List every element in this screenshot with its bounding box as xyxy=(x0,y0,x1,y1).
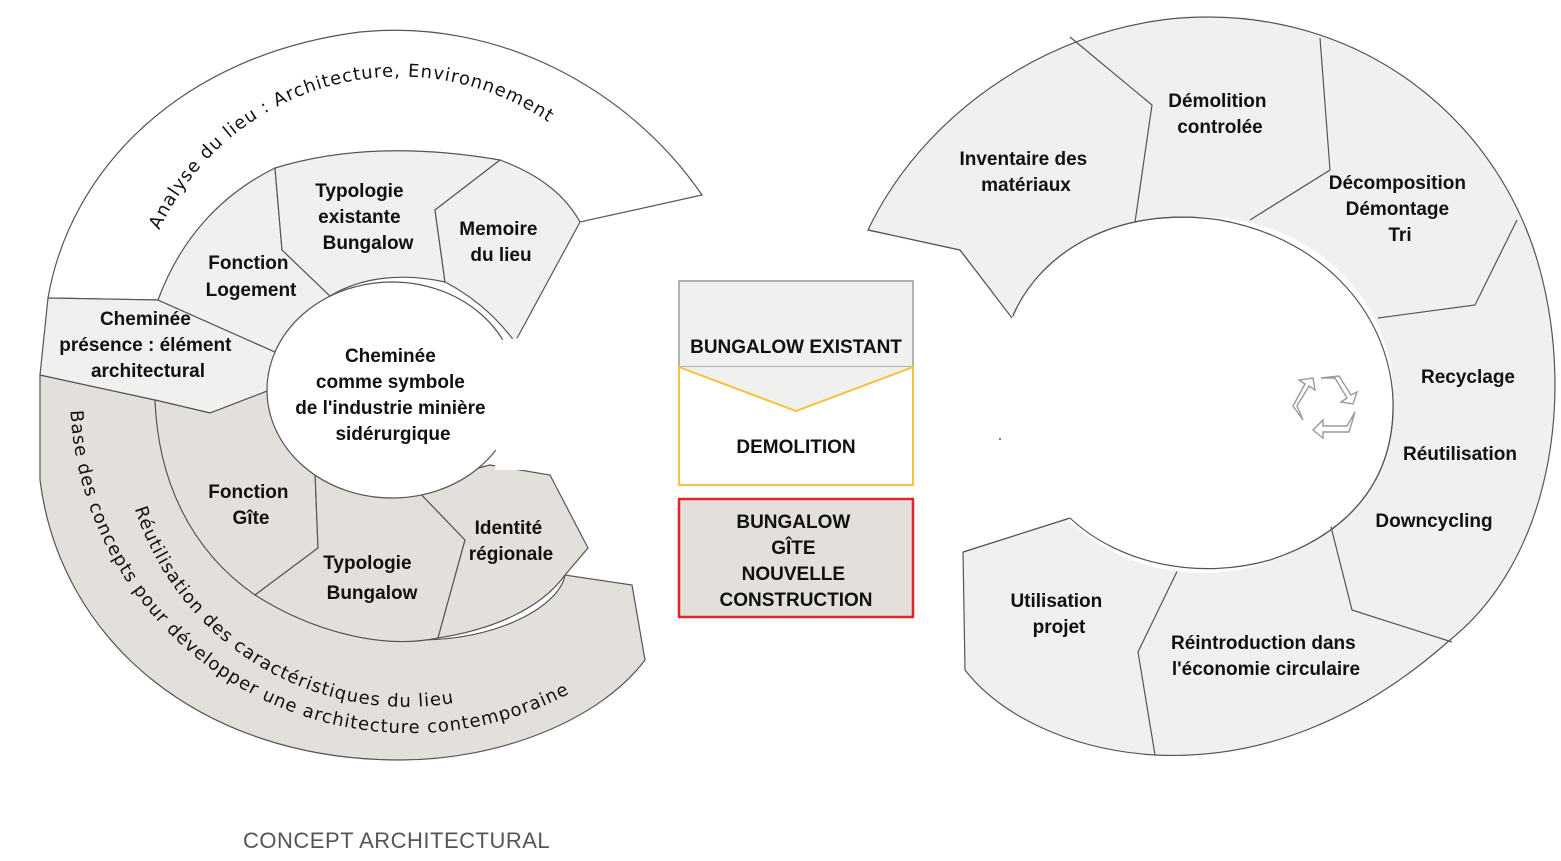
label-bungalow-existant: BUNGALOW EXISTANT xyxy=(690,337,902,358)
diagram-caption: CONCEPT ARCHITECTURAL xyxy=(243,828,551,853)
center-label: Cheminée comme symbole de l'industrie mi… xyxy=(295,346,491,445)
label-nouvelle-construction: BUNGALOW GÎTE NOUVELLE CONSTRUCTION xyxy=(719,512,872,611)
label-typologie-existante: Typologie existante Bungalow xyxy=(315,181,413,254)
label-inventaire: Inventaire des matériaux xyxy=(959,149,1092,196)
ring-inner xyxy=(1013,217,1393,573)
ring-inner-edge xyxy=(1011,216,1394,570)
ring-dividers xyxy=(1069,36,1518,756)
demolition-chevron-line xyxy=(678,366,914,413)
label-identite-regionale: Identité régionale xyxy=(469,518,553,565)
right-diagram: Inventaire des matériaux Démolition cont… xyxy=(867,16,1556,757)
middle-flow: BUNGALOW EXISTANT DEMOLITION BUNGALOW GÎ… xyxy=(677,280,915,619)
label-typologie-bungalow: Typologie Bungalow xyxy=(323,553,417,604)
box-nouvelle-construction xyxy=(677,497,915,619)
ring-gap xyxy=(930,252,1070,552)
center-gap xyxy=(495,330,600,470)
demolition-chevron-fill xyxy=(679,367,913,411)
label-fonction-gite: Fonction Gîte xyxy=(208,482,293,529)
label-downcycling: Downcycling xyxy=(1375,511,1492,532)
label-reutilisation: Réutilisation xyxy=(1403,444,1517,465)
label-recyclage: Recyclage xyxy=(1421,367,1515,388)
left-diagram: Analyse du lieu : Architecture, Environn… xyxy=(39,29,703,761)
center-dot xyxy=(999,438,1001,440)
box-bungalow-existant xyxy=(678,280,914,368)
label-reintroduction: Réintroduction dans l'économie circulair… xyxy=(1171,633,1361,680)
label-fonction-logement: Fonction Logement xyxy=(206,253,297,301)
recycle-icon xyxy=(1292,375,1359,440)
label-demolition: DEMOLITION xyxy=(736,437,855,458)
ring-gap-edge-top xyxy=(867,229,1013,319)
ring-gap-edge-bottom xyxy=(962,517,1071,553)
label-memoire-lieu: Memoire du lieu xyxy=(459,219,542,266)
label-demolition-controlee: Démolition controlée xyxy=(1168,91,1271,138)
label-utilisation-projet: Utilisation projet xyxy=(1010,591,1107,638)
label-cheminee-presence: Cheminée présence : élément architectura… xyxy=(59,309,236,382)
label-decomposition: Décomposition Démontage Tri xyxy=(1329,173,1472,246)
